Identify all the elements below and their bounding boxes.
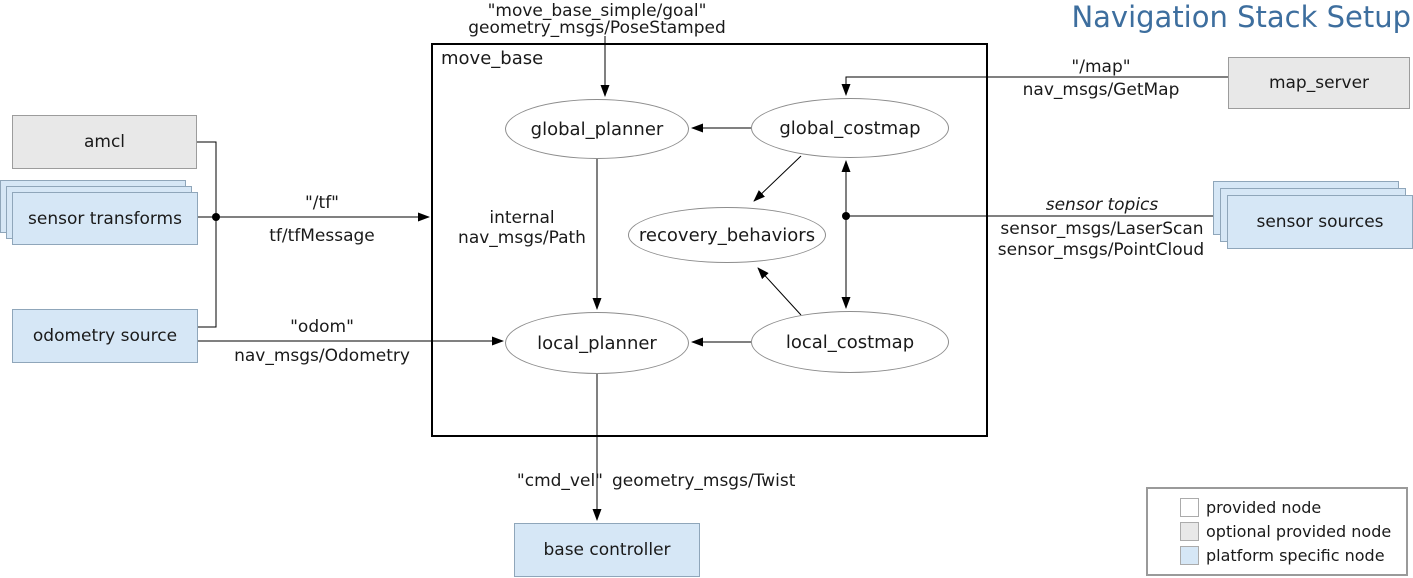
- sensor-junction-dot: [842, 212, 850, 220]
- cmd-vel-type-label: geometry_msgs/Twist: [612, 471, 796, 491]
- node-global-planner: global_planner: [505, 99, 689, 159]
- sensor-type2-label: sensor_msgs/PointCloud: [997, 240, 1205, 260]
- internal-label: internal: [489, 208, 555, 228]
- internal-type-label: nav_msgs/Path: [458, 228, 586, 248]
- node-sensor-transforms: sensor transforms: [12, 192, 198, 245]
- node-recovery-behaviors: recovery_behaviors: [628, 207, 826, 263]
- legend: provided node optional provided node pla…: [1146, 487, 1408, 576]
- node-local-planner: local_planner: [505, 312, 689, 374]
- cmd-vel-topic-label: "cmd_vel": [516, 471, 603, 491]
- legend-row-optional: optional provided node: [1180, 522, 1406, 541]
- node-sensor-sources: sensor sources: [1227, 195, 1413, 249]
- tf-topic-label: "/tf": [304, 193, 340, 213]
- edge-localcostmap-recovery: [757, 267, 802, 316]
- sensor-type1-label: sensor_msgs/LaserScan: [1000, 219, 1204, 239]
- goal-topic-label: "move_base_simple/goal": [487, 1, 707, 21]
- legend-label: optional provided node: [1206, 522, 1392, 541]
- page-title: Navigation Stack Setup: [1071, 0, 1411, 34]
- legend-label: provided node: [1206, 498, 1322, 517]
- odom-topic-label: "odom": [290, 317, 354, 337]
- sensor-topics-label: sensor topics: [1045, 195, 1159, 215]
- odom-type-label: nav_msgs/Odometry: [234, 346, 410, 366]
- edge-odometry-tf: [198, 217, 217, 328]
- optional-provided-node-swatch: [1180, 522, 1199, 541]
- map-topic-label: "/map": [1071, 57, 1131, 77]
- node-base-controller: base controller: [514, 523, 700, 577]
- node-local-costmap: local_costmap: [751, 311, 949, 373]
- node-amcl: amcl: [12, 115, 197, 169]
- legend-row-platform: platform specific node: [1180, 546, 1406, 565]
- node-map-server: map_server: [1228, 57, 1410, 109]
- legend-label: platform specific node: [1206, 546, 1385, 565]
- map-type-label: nav_msgs/GetMap: [1022, 80, 1180, 100]
- edge-amcl-tf: [197, 141, 217, 217]
- edge-globalcostmap-recovery: [753, 155, 802, 202]
- move-base-label: move_base: [441, 48, 544, 69]
- provided-node-swatch: [1180, 498, 1199, 517]
- node-odometry-source: odometry source: [12, 309, 198, 363]
- platform-specific-node-swatch: [1180, 546, 1199, 565]
- tf-junction-dot: [212, 213, 220, 221]
- goal-type-label: geometry_msgs/PoseStamped: [468, 18, 726, 38]
- legend-row-provided: provided node: [1180, 498, 1406, 517]
- node-global-costmap: global_costmap: [751, 98, 949, 158]
- tf-type-label: tf/tfMessage: [269, 226, 375, 246]
- edge-map: [841, 76, 1228, 96]
